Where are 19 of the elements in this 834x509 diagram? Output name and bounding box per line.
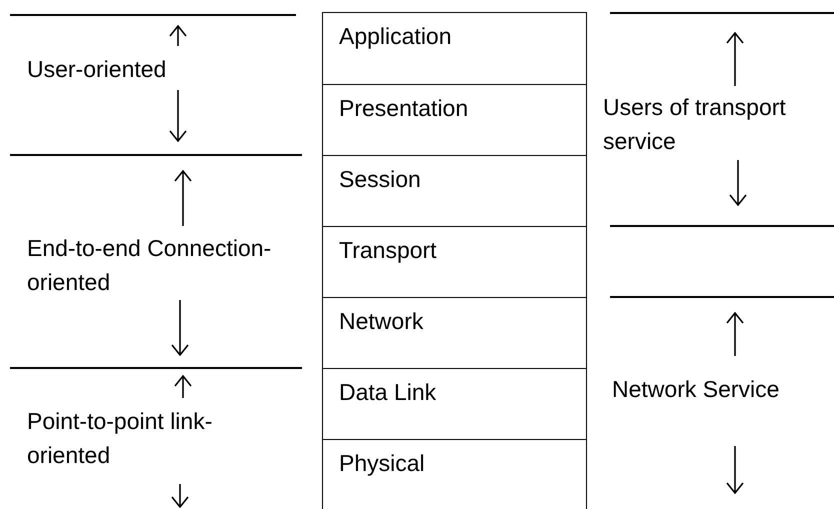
range-label: End-to-end Connection-oriented	[27, 234, 272, 297]
range-label: Point-to-point link-oriented	[27, 407, 214, 470]
layer-name: Session	[339, 165, 422, 194]
range-label: Users of transport service	[603, 93, 787, 156]
layer-name: Network	[339, 307, 424, 336]
layer-name: Transport	[339, 236, 438, 265]
layer-box	[322, 226, 587, 298]
layer-box	[322, 439, 587, 509]
layer-name: Application	[339, 22, 453, 51]
layer-box	[322, 297, 587, 369]
range-label: Network Service	[612, 375, 780, 404]
layer-name: Presentation	[339, 94, 470, 123]
layer-name: Physical	[339, 449, 426, 478]
layer-name: Data Link	[339, 378, 438, 407]
layer-box	[322, 84, 587, 156]
layer-box	[322, 12, 587, 85]
layer-box	[322, 155, 587, 227]
range-label: User-oriented	[27, 55, 168, 84]
layer-box	[322, 368, 587, 440]
